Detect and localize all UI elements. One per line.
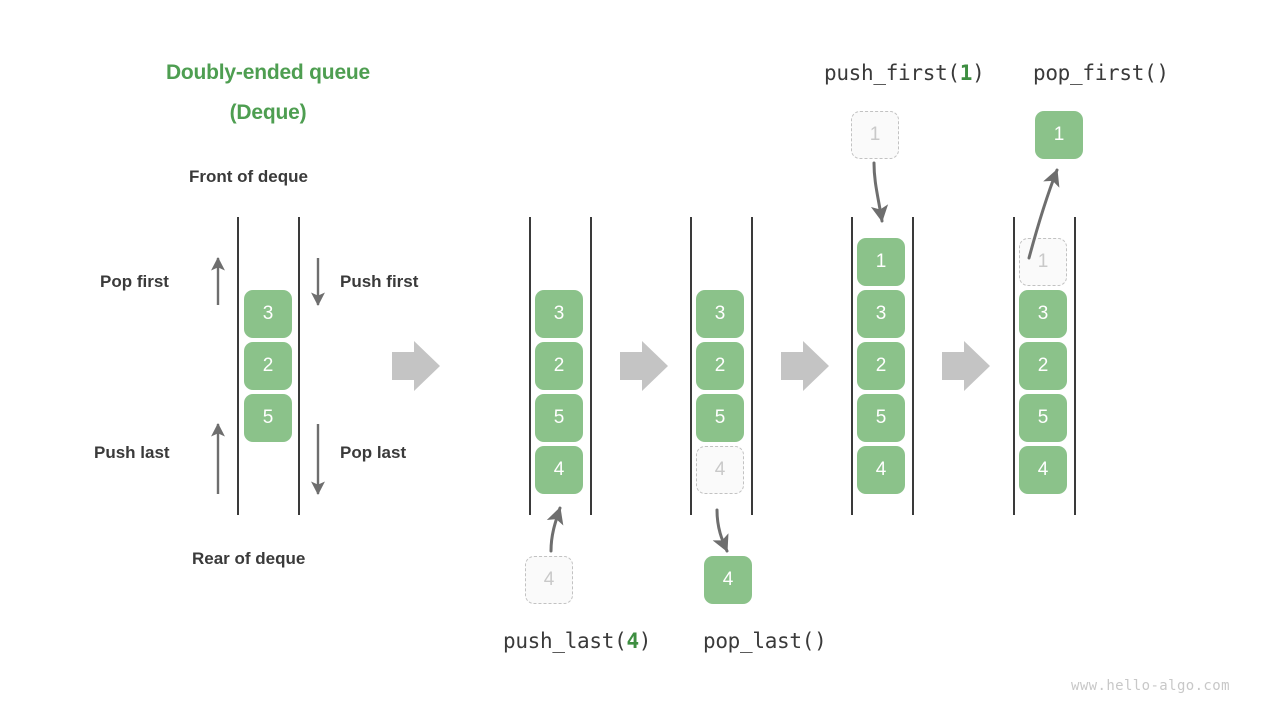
stack-2-item-2: 5 — [535, 394, 583, 442]
stack-2-item-3: 4 — [535, 446, 583, 494]
op-pop-first-label: pop_first() — [1033, 61, 1169, 85]
stack-1-item-0: 3 — [244, 290, 292, 338]
push-first-flow-arrow — [870, 161, 889, 223]
push-last-label: Push last — [94, 443, 170, 462]
op-pop-first-name: pop_first() — [1033, 61, 1169, 85]
push-last-flow-arrow — [546, 506, 564, 553]
op-push-first-arg: 1 — [959, 61, 973, 85]
watermark: www.hello-algo.com — [1071, 678, 1230, 694]
op-push-first-label: push_first(1) — [824, 61, 985, 85]
stack-2-rail-right — [590, 217, 592, 515]
pop-last-flow-arrow — [712, 508, 729, 553]
op-pop-last-label: pop_last() — [703, 629, 827, 653]
block-arrow-2 — [620, 341, 668, 391]
stack-4-item-4: 4 — [857, 446, 905, 494]
op-push-last-name: push_last( — [503, 629, 627, 653]
pop-first-label: Pop first — [100, 272, 169, 291]
push-first-source-box: 1 — [851, 111, 899, 159]
pop-last-label: Pop last — [340, 443, 407, 462]
stack-2-item-1: 2 — [535, 342, 583, 390]
stack-3-rail-right — [751, 217, 753, 515]
front-of-deque-label: Front of deque — [189, 167, 308, 186]
diagram-title-line2: (Deque) — [229, 101, 307, 124]
stack-2-item-0: 3 — [535, 290, 583, 338]
stack-3-item-0: 3 — [696, 290, 744, 338]
stack-5-item-4: 4 — [1019, 446, 1067, 494]
diagram-title-line1: Doubly-ended queue — [165, 61, 371, 84]
stack-5-rail-right — [1074, 217, 1076, 515]
pop-first-result-box: 1 — [1035, 111, 1083, 159]
op-pop-last-name: pop_last() — [703, 629, 827, 653]
op-push-first-name: push_first( — [824, 61, 960, 85]
pop-last-result-box: 4 — [704, 556, 752, 604]
stack-5-item-0-removed: 1 — [1019, 238, 1067, 286]
stack-3-rail-left — [690, 217, 692, 515]
stack-4-rail-left — [851, 217, 853, 515]
op-push-last-arg: 4 — [626, 629, 639, 653]
stack-2-rail-left — [529, 217, 531, 515]
rear-of-deque-label: Rear of deque — [192, 549, 306, 568]
block-arrow-1 — [392, 341, 440, 391]
block-arrow-3 — [781, 341, 829, 391]
stack-3-item-3-removed: 4 — [696, 446, 744, 494]
stack-4-item-1: 3 — [857, 290, 905, 338]
stack-3-item-2: 5 — [696, 394, 744, 442]
op-push-first-close: ) — [972, 61, 985, 85]
operation-flow-arrows — [546, 161, 1060, 553]
push-last-source-box: 4 — [525, 556, 573, 604]
stack-5-item-1: 3 — [1019, 290, 1067, 338]
block-arrow-4 — [942, 341, 990, 391]
op-push-last-label: push_last(4) — [503, 629, 651, 653]
stack-4-item-2: 2 — [857, 342, 905, 390]
stack-4-item-0: 1 — [857, 238, 905, 286]
stack-4-item-3: 5 — [857, 394, 905, 442]
stack-5-item-3: 5 — [1019, 394, 1067, 442]
stack-1-item-1: 2 — [244, 342, 292, 390]
stack-1-rail-left — [237, 217, 239, 515]
stack-4-rail-right — [912, 217, 914, 515]
stack-3-item-1: 2 — [696, 342, 744, 390]
push-first-label: Push first — [340, 272, 419, 291]
stack-5-item-2: 2 — [1019, 342, 1067, 390]
op-push-last-close: ) — [638, 629, 652, 653]
stack-1-rail-right — [298, 217, 300, 515]
stack-5-rail-left — [1013, 217, 1015, 515]
stack-1-item-2: 5 — [244, 394, 292, 442]
